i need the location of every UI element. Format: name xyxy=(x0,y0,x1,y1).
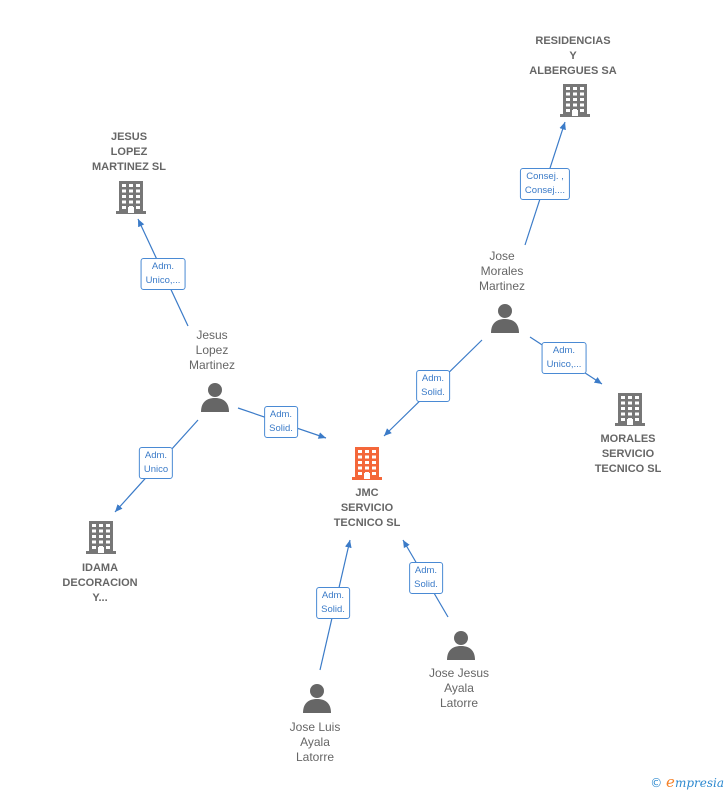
building-icon[interactable] xyxy=(614,392,646,431)
person-icon[interactable] xyxy=(200,382,230,417)
relation-label[interactable]: Adm. Solid. xyxy=(316,587,350,619)
company-label[interactable]: RESIDENCIAS Y ALBERGUES SA xyxy=(529,35,617,77)
relation-label[interactable]: Adm. Solid. xyxy=(416,370,450,402)
relation-label[interactable]: Adm. Unico,... xyxy=(541,342,587,374)
person-label[interactable]: Jose Jesus Ayala Latorre xyxy=(428,666,490,710)
person-label[interactable]: Jose Morales Martinez xyxy=(478,249,526,293)
company-label[interactable]: IDAMA DECORACION Y... xyxy=(62,562,138,604)
building-icon[interactable] xyxy=(85,520,117,559)
brand-initial: e xyxy=(666,773,675,791)
relation-label[interactable]: Consej. , Consej.... xyxy=(519,168,571,200)
brand-footer: © empresia xyxy=(650,773,724,791)
company-label[interactable]: JESUS LOPEZ MARTINEZ SL xyxy=(92,131,166,173)
person-icon[interactable] xyxy=(302,683,332,718)
building-icon[interactable] xyxy=(115,180,147,219)
relation-label[interactable]: Adm. Unico,... xyxy=(140,258,186,290)
copyright-symbol: © xyxy=(650,776,663,790)
company-label[interactable]: MORALES SERVICIO TECNICO SL xyxy=(594,433,662,475)
relation-label[interactable]: Adm. Unico xyxy=(138,447,174,479)
company-label[interactable]: JMC SERVICIO TECNICO SL xyxy=(333,487,401,529)
building-icon[interactable] xyxy=(559,83,591,122)
brand-name: mpresia xyxy=(674,776,724,790)
person-icon[interactable] xyxy=(446,630,476,665)
person-label[interactable]: Jose Luis Ayala Latorre xyxy=(289,720,341,764)
relation-label[interactable]: Adm. Solid. xyxy=(409,562,443,594)
relation-label[interactable]: Adm. Solid. xyxy=(264,406,298,438)
person-label[interactable]: Jesus Lopez Martinez xyxy=(188,328,236,372)
person-icon[interactable] xyxy=(490,303,520,338)
building-icon[interactable] xyxy=(351,446,383,485)
